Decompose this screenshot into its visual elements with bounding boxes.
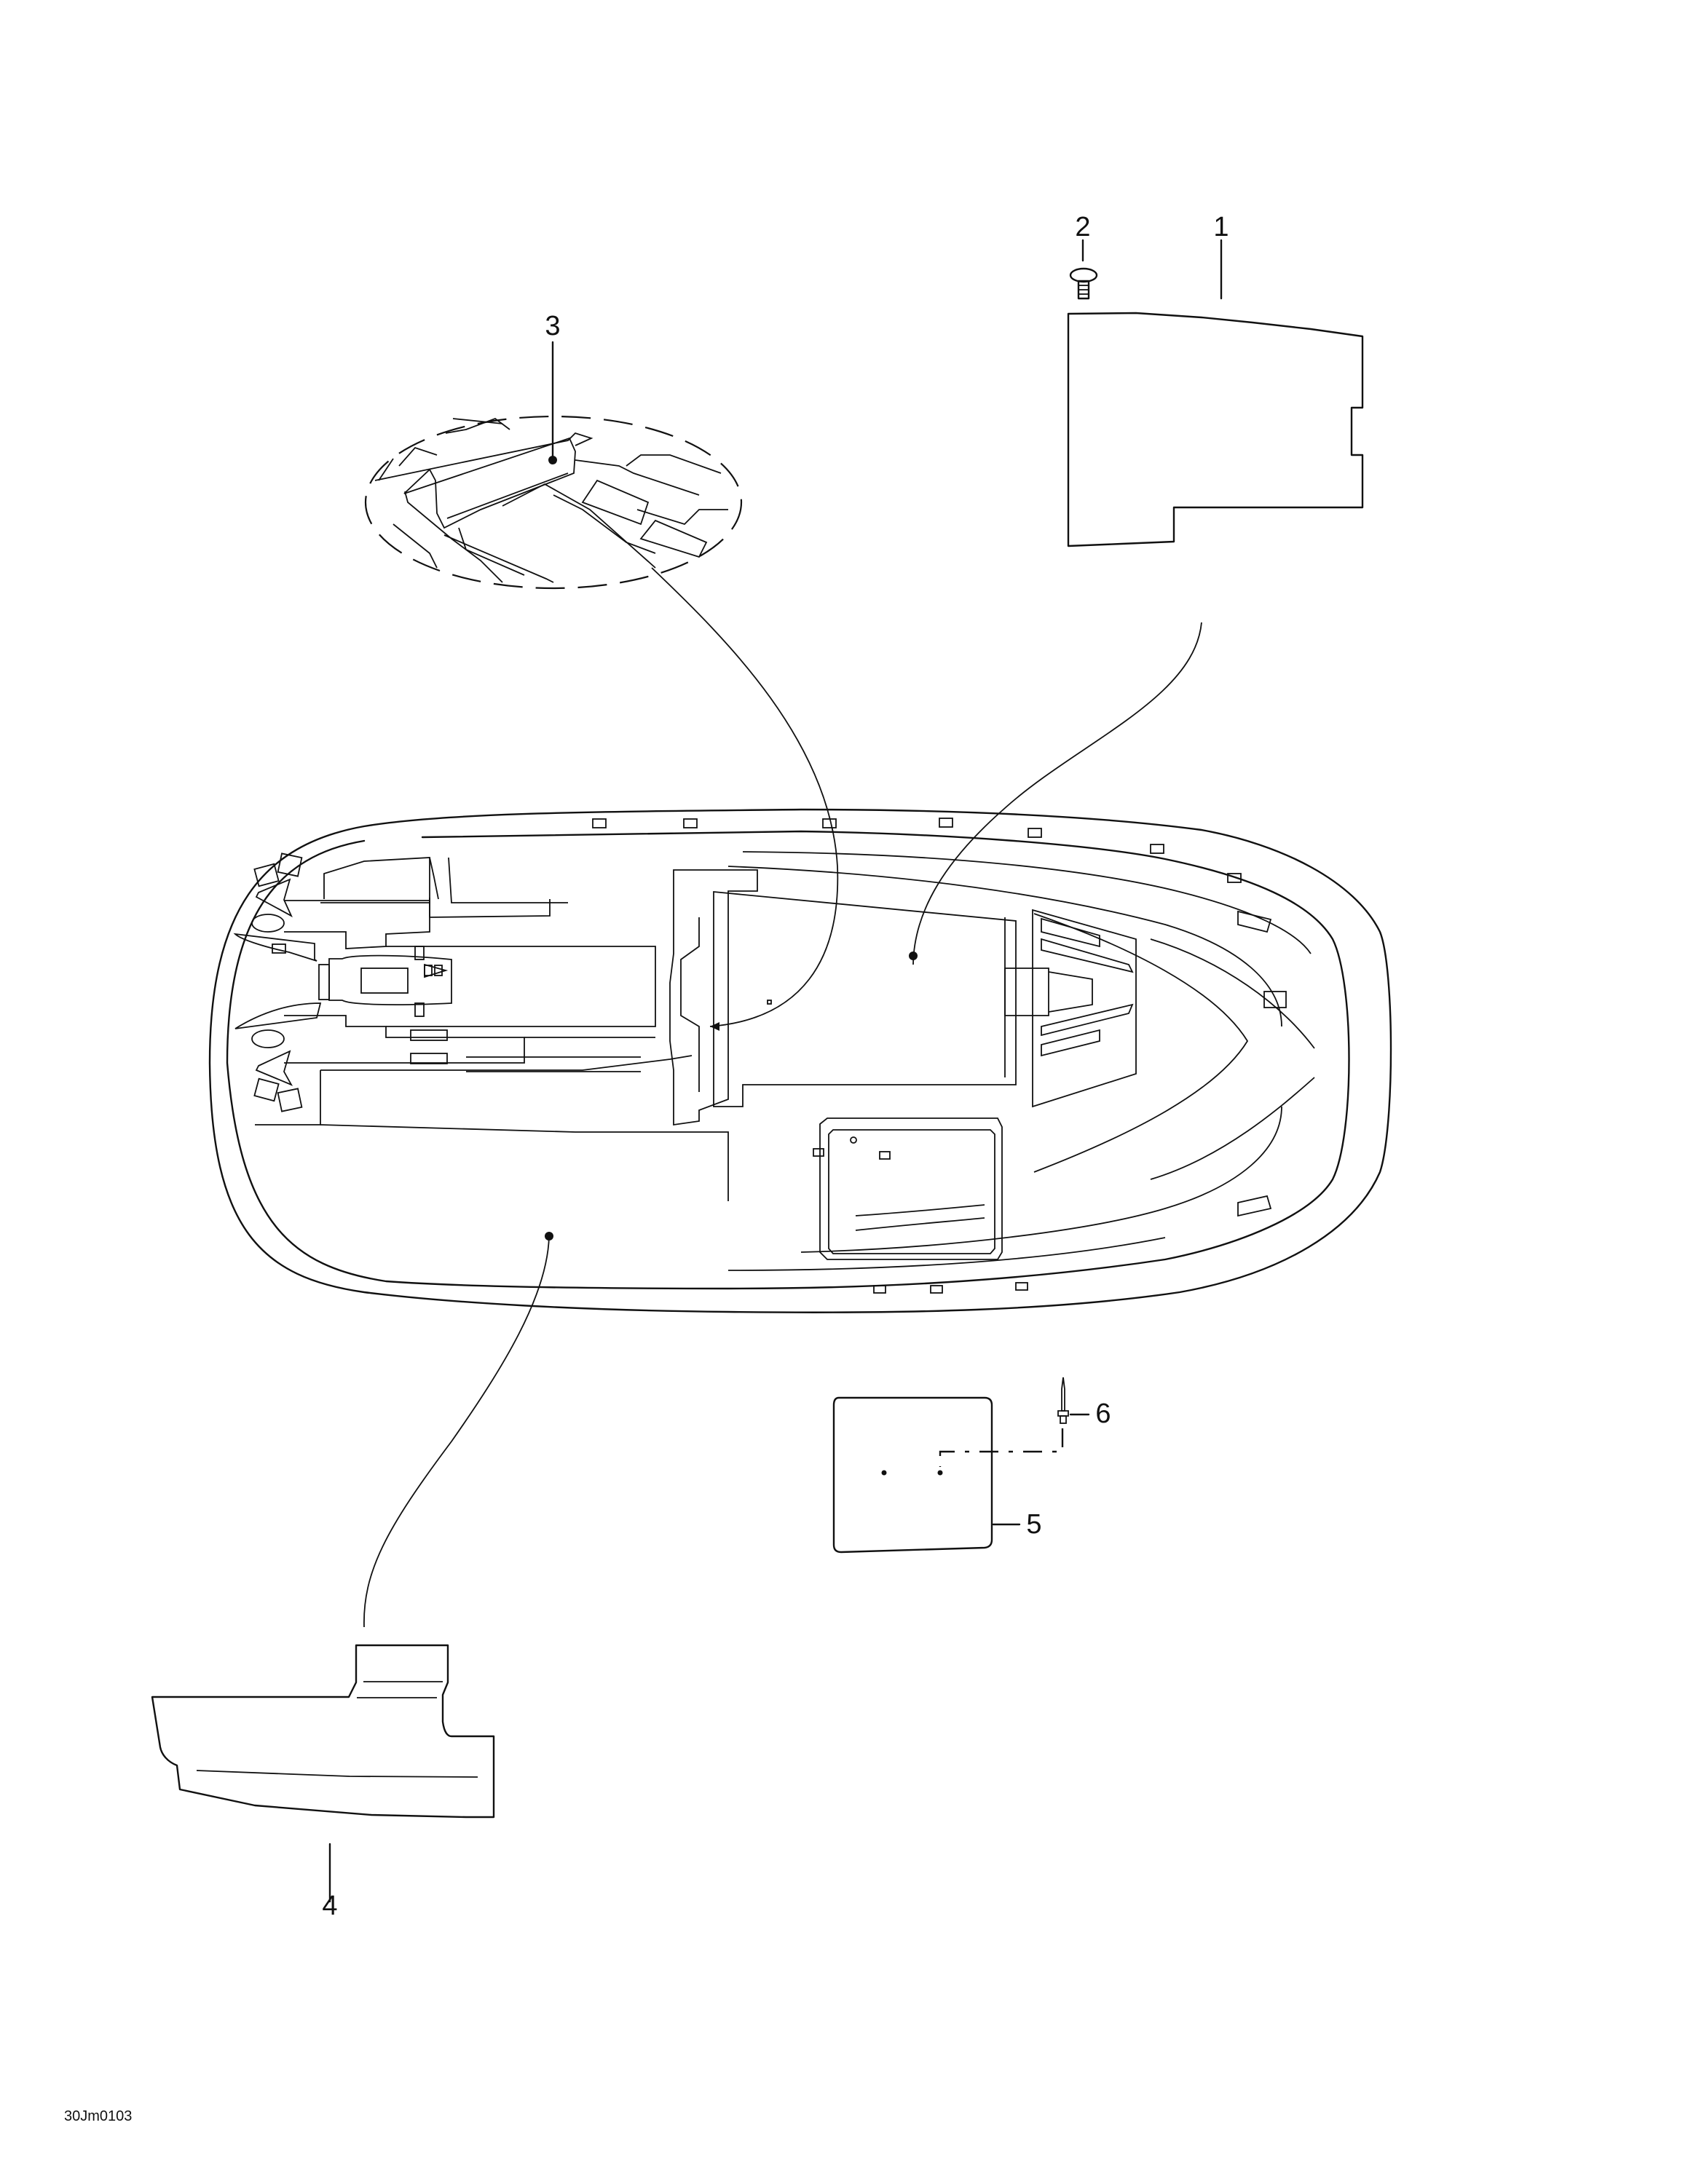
- rivet-part-6[interactable]: [939, 1377, 1090, 1467]
- leader-curve-1: [912, 622, 1202, 965]
- side-mat-part-4[interactable]: [151, 1644, 495, 1903]
- drawing-code: 30Jm0103: [64, 2108, 133, 2124]
- callout-label-4: 4: [322, 1891, 338, 1921]
- deck-mat-part-1[interactable]: [909, 239, 1364, 965]
- screw-part-2[interactable]: [1069, 239, 1098, 300]
- callout-label-3: 3: [545, 311, 561, 341]
- leader-curve-4: [363, 1235, 550, 1628]
- callout-label-5: 5: [1026, 1509, 1042, 1540]
- leader-curve-3: [651, 567, 839, 1027]
- assembly-line-6: [939, 1428, 1064, 1467]
- callout-label-6: 6: [1095, 1398, 1111, 1429]
- callout-label-2: 2: [1075, 212, 1091, 242]
- step-pad-inset-part-3[interactable]: [364, 341, 839, 1031]
- callout-label-1: 1: [1213, 212, 1229, 242]
- hull-top-view: [208, 808, 1392, 1628]
- square-mat-part-5[interactable]: [832, 1396, 1021, 1554]
